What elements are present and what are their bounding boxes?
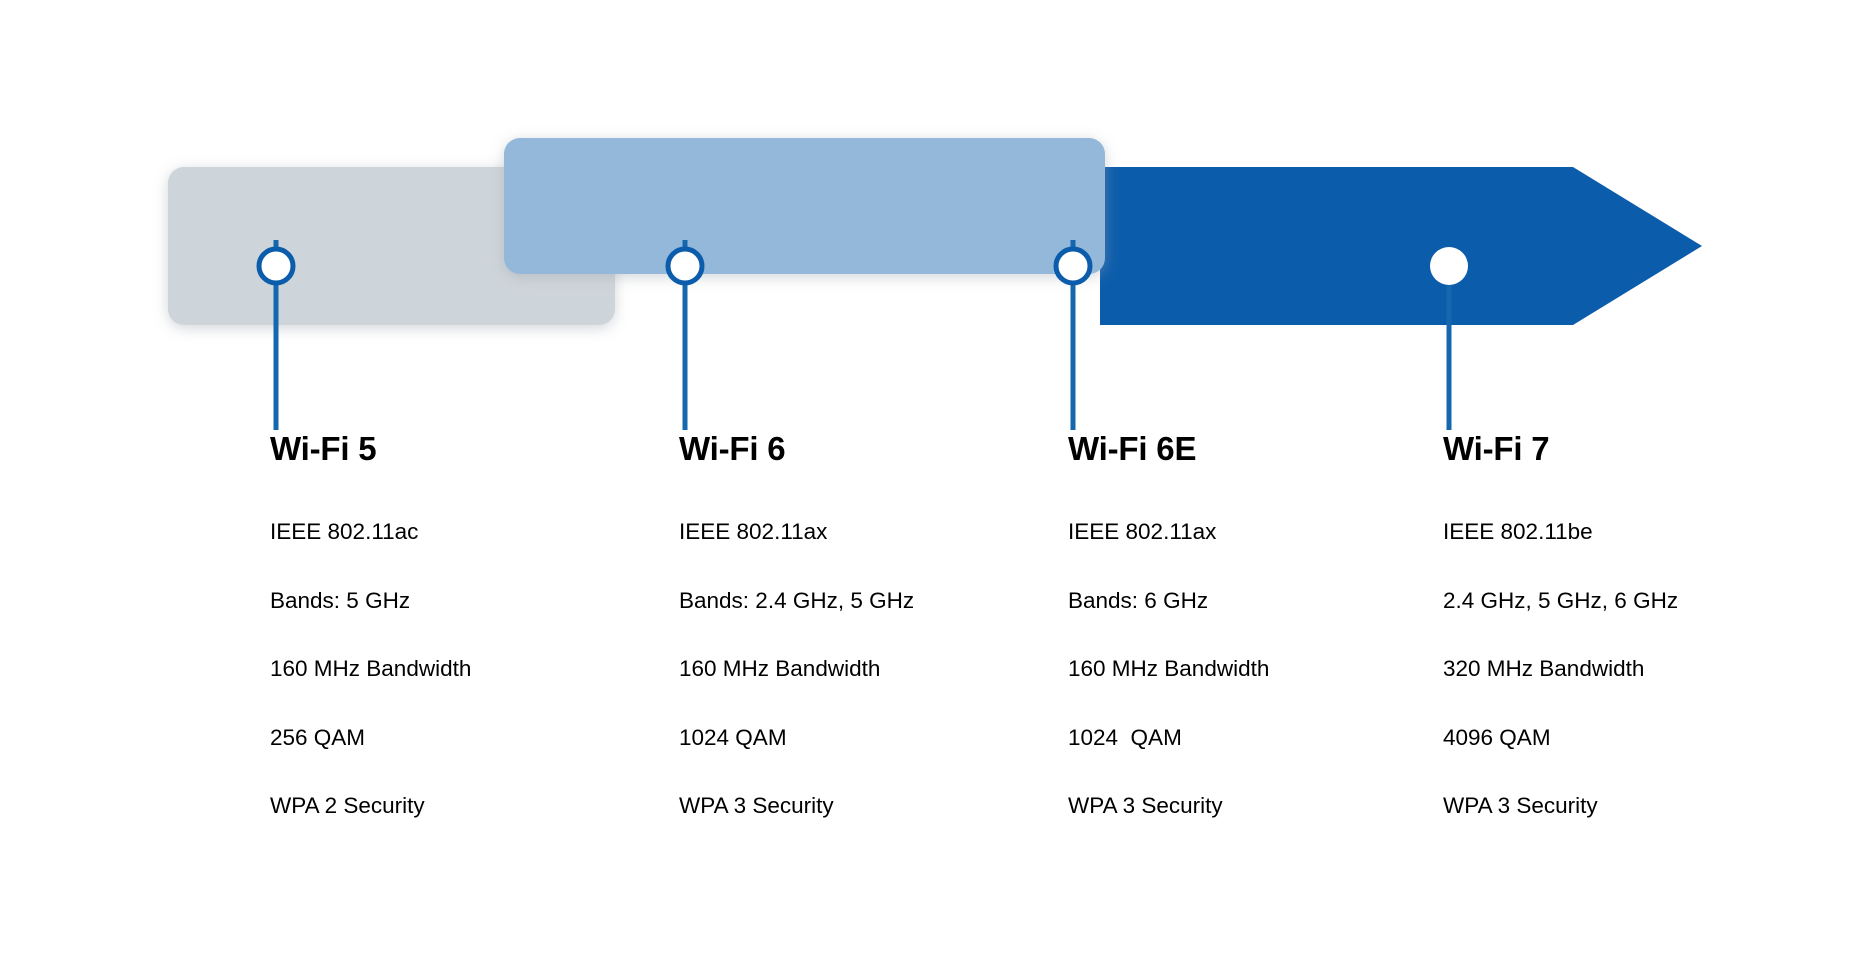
spec-item: 2.4 GHz, 5 GHz, 6 GHz xyxy=(1443,587,1679,613)
column-wifi6: Wi-Fi 6 IEEE 802.11ax Bands: 2.4 GHz, 5 … xyxy=(679,432,914,818)
column-wifi5: Wi-Fi 5 IEEE 802.11ac Bands: 5 GHz 160 M… xyxy=(270,432,471,818)
spec-item: IEEE 802.11ax xyxy=(1068,519,1217,544)
column-wifi6e: Wi-Fi 6E IEEE 802.11ax Bands: 6 GHz 160 … xyxy=(1068,432,1269,818)
column-title-wifi6: Wi-Fi 6 xyxy=(679,430,786,467)
spec-list-wifi6: IEEE 802.11ax Bands: 2.4 GHz, 5 GHz 160 … xyxy=(679,519,915,818)
spec-item: 4096 QAM xyxy=(1443,724,1551,750)
timeline-marker-icon-wifi5 xyxy=(256,246,296,286)
spec-item: WPA 3 Security xyxy=(1443,793,1598,818)
spec-item: Bands: 5 GHz xyxy=(270,587,411,613)
spec-list-wifi7: IEEE 802.11be 2.4 GHz, 5 GHz, 6 GHz 320 … xyxy=(1443,519,1679,818)
timeline-marker-icon-wifi7 xyxy=(1430,247,1468,285)
spec-item: 256 QAM xyxy=(270,724,366,750)
spec-item: IEEE 802.11ax xyxy=(679,519,828,544)
column-title-wifi7: Wi-Fi 7 xyxy=(1443,430,1550,467)
column-wifi7: Wi-Fi 7 IEEE 802.11be 2.4 GHz, 5 GHz, 6 … xyxy=(1443,432,1678,818)
spec-item: IEEE 802.11ac xyxy=(270,519,419,544)
spec-item: Bands: 6 GHz xyxy=(1068,587,1209,613)
spec-item: Bands: 2.4 GHz, 5 GHz xyxy=(679,587,915,613)
spec-item: IEEE 802.11be xyxy=(1443,519,1593,544)
spec-list-wifi6e: IEEE 802.11ax Bands: 6 GHz 160 MHz Bandw… xyxy=(1068,519,1270,818)
spec-item: WPA 2 Security xyxy=(270,793,425,818)
spec-item: 160 MHz Bandwidth xyxy=(1068,656,1270,681)
spec-item: 1024 QAM xyxy=(679,724,787,750)
spec-item: WPA 3 Security xyxy=(679,793,834,818)
spec-item: 160 MHz Bandwidth xyxy=(270,656,472,681)
spec-item: 160 MHz Bandwidth xyxy=(679,656,881,681)
spec-item: 1024 QAM xyxy=(1068,724,1182,750)
column-title-wifi6e: Wi-Fi 6E xyxy=(1068,430,1197,467)
spec-list-wifi5: IEEE 802.11ac Bands: 5 GHz 160 MHz Bandw… xyxy=(270,519,472,818)
timeline-markers xyxy=(0,0,1867,465)
column-title-wifi5: Wi-Fi 5 xyxy=(270,430,377,467)
spec-item: WPA 3 Security xyxy=(1068,793,1223,818)
timeline-marker-icon-wifi6 xyxy=(665,246,705,286)
timeline-marker-icon-wifi6e xyxy=(1053,246,1093,286)
spec-item: 320 MHz Bandwidth xyxy=(1443,656,1645,681)
